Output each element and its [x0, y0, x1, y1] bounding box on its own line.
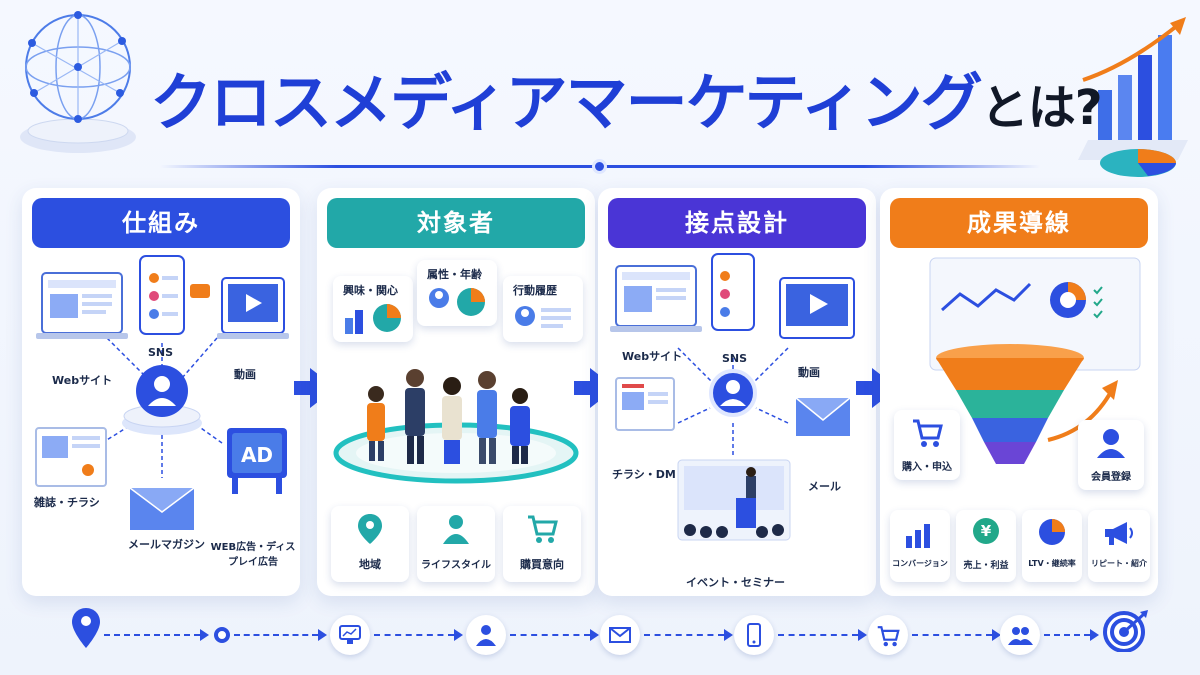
flow-connector	[644, 634, 724, 636]
flow-step-user	[466, 615, 506, 655]
bubble-interest: 興味・関心	[333, 276, 413, 342]
bubble-attribute: 属性・年齢	[417, 260, 497, 326]
mechanism-diagram: AD	[35, 255, 289, 530]
ad-sign-label: AD	[241, 443, 273, 467]
kpi-conversion: コンバージョン	[890, 510, 950, 582]
funnel-dashboard-illustration	[929, 257, 1141, 464]
cart-icon	[877, 626, 900, 647]
label-website-2: Webサイト	[622, 350, 683, 363]
bubble-behavior: 行動履歴	[503, 276, 583, 342]
smartphone-icon	[747, 623, 761, 647]
flow-arrow-tip	[454, 629, 463, 641]
page-title: クロスメディアマーケティングとは?	[150, 58, 1103, 148]
title-suffix: とは?	[980, 80, 1103, 136]
flow-arrow-tip	[318, 629, 327, 641]
flow-step-mail	[600, 615, 640, 655]
panel-heading-touchpoint: 接点設計	[608, 198, 866, 248]
label-magazine: 雑誌・チラシ	[34, 496, 100, 509]
user-icon	[476, 625, 496, 646]
bar-chart-icon	[906, 524, 930, 548]
card-member: 会員登録	[1078, 420, 1144, 490]
panel-heading-target: 対象者	[327, 198, 585, 248]
user-icon	[1097, 429, 1125, 458]
users-icon	[1008, 627, 1033, 645]
card-purchase: 購入・申込	[894, 410, 960, 480]
kpi-ltv: LTV・継続率	[1022, 510, 1082, 582]
flow-connector	[374, 634, 454, 636]
label-event-seminar: イベント・セミナー	[686, 576, 785, 589]
audience-group-illustration	[333, 369, 579, 484]
flow-connector	[234, 634, 318, 636]
attr-card-lifestyle: ライフスタイル	[417, 506, 495, 582]
flow-arrow-tip	[992, 629, 1001, 641]
kpi-sales: ¥ 売上・利益	[956, 510, 1016, 582]
panel-heading-conversion: 成果導線	[890, 198, 1148, 248]
flow-arrow-tip	[858, 629, 867, 641]
flow-connector	[912, 634, 992, 636]
pie-chart-icon	[1039, 519, 1065, 545]
kpi-repeat: リピート・紹介	[1088, 510, 1150, 582]
person-icon	[443, 515, 469, 544]
flow-connector	[104, 634, 200, 636]
label-flyer-dm: チラシ・DM	[612, 468, 676, 481]
monitor-chart-icon	[339, 625, 361, 644]
flow-arrow-tip	[590, 629, 599, 641]
attribute-user-icon	[429, 288, 485, 316]
flow-connector	[510, 634, 590, 636]
label-mail: メール	[808, 480, 841, 493]
attr-card-intent: 購買意向	[503, 506, 581, 582]
cart-icon	[913, 419, 943, 447]
flow-step-cart	[868, 615, 908, 655]
label-web-ad: WEB広告・ディスプレイ広告	[210, 542, 296, 568]
target-icon	[1103, 610, 1148, 652]
touchpoint-diagram	[610, 253, 855, 541]
panel-conversion: 成果導線 購入・申込 会員登録 コンバージョン ¥ 売上・利益 LTV・継続率 …	[880, 188, 1158, 596]
megaphone-icon	[1105, 522, 1133, 545]
interest-chart-icon	[345, 304, 401, 334]
mail-icon	[609, 627, 631, 643]
panel-touchpoint: 接点設計 Webサイト SNS 動画 チラシ・DM メール イベント・セミナー	[598, 188, 876, 596]
flow-step-monitor	[330, 615, 370, 655]
location-pin-icon	[72, 608, 100, 648]
panel-heading-mechanism: 仕組み	[32, 198, 290, 248]
label-sns-2: SNS	[722, 352, 748, 365]
panel-target: 対象者 興味・関心 属性・年齢 行動履歴	[317, 188, 595, 596]
label-video-2: 動画	[798, 366, 820, 379]
flow-connector	[1044, 634, 1090, 636]
flow-arrow-tip	[724, 629, 733, 641]
label-sns: SNS	[148, 346, 174, 359]
flow-dot	[214, 627, 230, 643]
flow-step-group	[1000, 615, 1040, 655]
globe-network-icon	[20, 11, 136, 153]
label-video: 動画	[234, 368, 256, 381]
label-mail-magazine: メールマガジン	[128, 538, 205, 551]
flow-arrow-tip	[1090, 629, 1099, 641]
behavior-history-icon	[515, 306, 571, 328]
flow-arrow-tip	[200, 629, 209, 641]
location-pin-icon	[358, 514, 382, 544]
title-main: クロスメディアマーケティング	[150, 66, 983, 139]
title-dot	[592, 159, 607, 174]
panel-mechanism: 仕組み AD	[22, 188, 300, 596]
flow-step-phone	[734, 615, 774, 655]
label-website: Webサイト	[52, 374, 113, 387]
attr-card-region: 地域	[331, 506, 409, 582]
growth-chart-icon	[1078, 17, 1188, 177]
cart-icon	[528, 515, 558, 543]
yen-icon: ¥	[973, 518, 999, 544]
flow-connector	[778, 634, 858, 636]
